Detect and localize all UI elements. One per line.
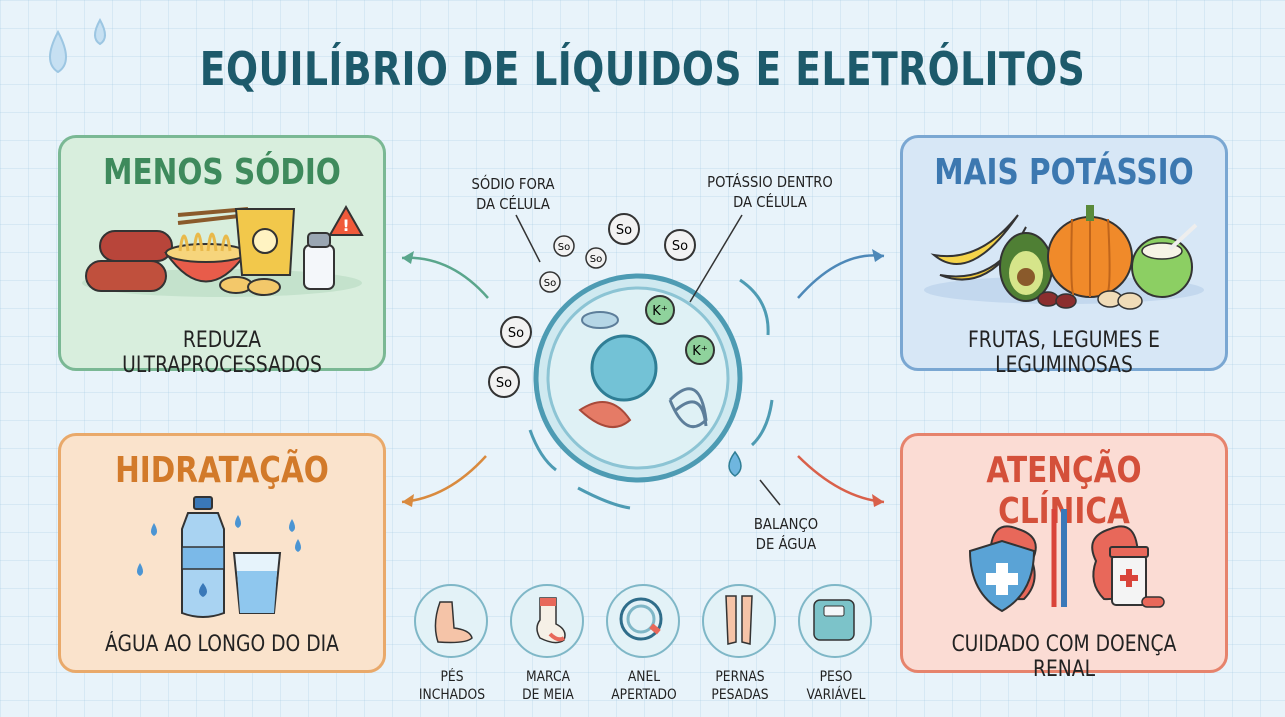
card-caption: CUIDADO COM DOENÇA RENAL	[951, 632, 1177, 682]
card-title: MAIS POTÁSSIO	[934, 152, 1194, 193]
annotation-line: POTÁSSIO DENTRO	[707, 173, 833, 191]
annotation-line: DA CÉLULA	[476, 195, 550, 213]
symptom-peso-variavel: PESO VARIÁVEL	[798, 584, 872, 703]
annotation-line: DA CÉLULA	[733, 193, 807, 211]
kidney-shield-icon	[968, 509, 1165, 613]
card-menos-sodio: MENOS SÓDIO ! REDUZA ULTRAPROCESSADOS	[58, 135, 386, 378]
symptom-line: DE MEIA	[522, 687, 574, 703]
symptom-line: PERNAS	[715, 669, 765, 685]
water-bottle-glass-icon	[137, 496, 301, 618]
card-title: MENOS SÓDIO	[103, 152, 341, 193]
symptom-anel-apertado: ANEL APERTADO	[606, 584, 680, 703]
symptom-line: PESADAS	[711, 687, 769, 703]
symptom-ring	[798, 584, 872, 658]
page-title: EQUILÍBRIO DE LÍQUIDOS E ELETRÓLITOS	[199, 42, 1086, 96]
card-caption: ÁGUA AO LONGO DO DIA	[105, 632, 339, 657]
symptom-line: MARCA	[525, 669, 571, 685]
symptom-line: VARIÁVEL	[806, 687, 866, 703]
scale-icon	[813, 599, 855, 641]
card-caption: REDUZA ULTRAPROCESSADOS	[122, 328, 322, 378]
annotation-line: DE ÁGUA	[755, 535, 817, 553]
sodium-annotation: SÓDIO FORA DA CÉLULA	[456, 174, 570, 214]
svg-text:!: !	[342, 216, 349, 235]
card-atencao-clinica: ATENÇÃO CLÍNICA CUIDADO COM DOENÇA RENAL	[900, 433, 1228, 682]
symptom-label: ANEL APERTADO	[593, 668, 695, 704]
annotation-line: BALANÇO	[753, 515, 819, 533]
symptom-marca-de-meia: MARCA DE MEIA	[510, 584, 584, 703]
symptom-line: INCHADOS	[418, 687, 486, 703]
processed-foods-icon: !	[82, 204, 364, 297]
symptom-ring	[510, 584, 584, 658]
sock-icon	[536, 597, 566, 644]
water-annotation: BALANÇO DE ÁGUA	[737, 514, 836, 554]
annotation-line: SÓDIO FORA	[471, 175, 555, 193]
fruits-vegetables-icon	[924, 205, 1204, 310]
symptom-label: PERNAS PESADAS	[689, 668, 791, 704]
symptom-ring	[702, 584, 776, 658]
decorative-droplets-icon	[49, 17, 106, 74]
swollen-foot-icon	[434, 601, 473, 644]
symptom-pes-inchados: PÉS INCHADOS	[414, 584, 488, 703]
symptom-line: ANEL	[627, 669, 661, 685]
symptom-label: PESO VARIÁVEL	[785, 668, 887, 704]
legs-icon	[725, 595, 753, 645]
card-hidratacao: HIDRATAÇÃO ÁGUA AO LONGO DO DIA	[58, 433, 386, 673]
symptom-line: PÉS	[440, 669, 464, 685]
ring-icon	[619, 597, 663, 641]
symptom-ring	[414, 584, 488, 658]
symptom-pernas-pesadas: PERNAS PESADAS	[702, 584, 776, 703]
potassium-annotation: POTÁSSIO DENTRO DA CÉLULA	[694, 172, 845, 212]
symptom-label: PÉS INCHADOS	[401, 668, 503, 704]
card-mais-potassio: MAIS POTÁSSIO FRUTAS, LEGUMES E LEGUMINO…	[900, 135, 1228, 378]
card-caption: FRUTAS, LEGUMES E LEGUMINOSAS	[968, 328, 1160, 378]
card-title: HIDRATAÇÃO	[115, 450, 329, 491]
symptom-line: PESO	[819, 669, 853, 685]
symptom-line: APERTADO	[611, 687, 677, 703]
symptom-label: MARCA DE MEIA	[497, 668, 599, 704]
symptom-ring	[606, 584, 680, 658]
